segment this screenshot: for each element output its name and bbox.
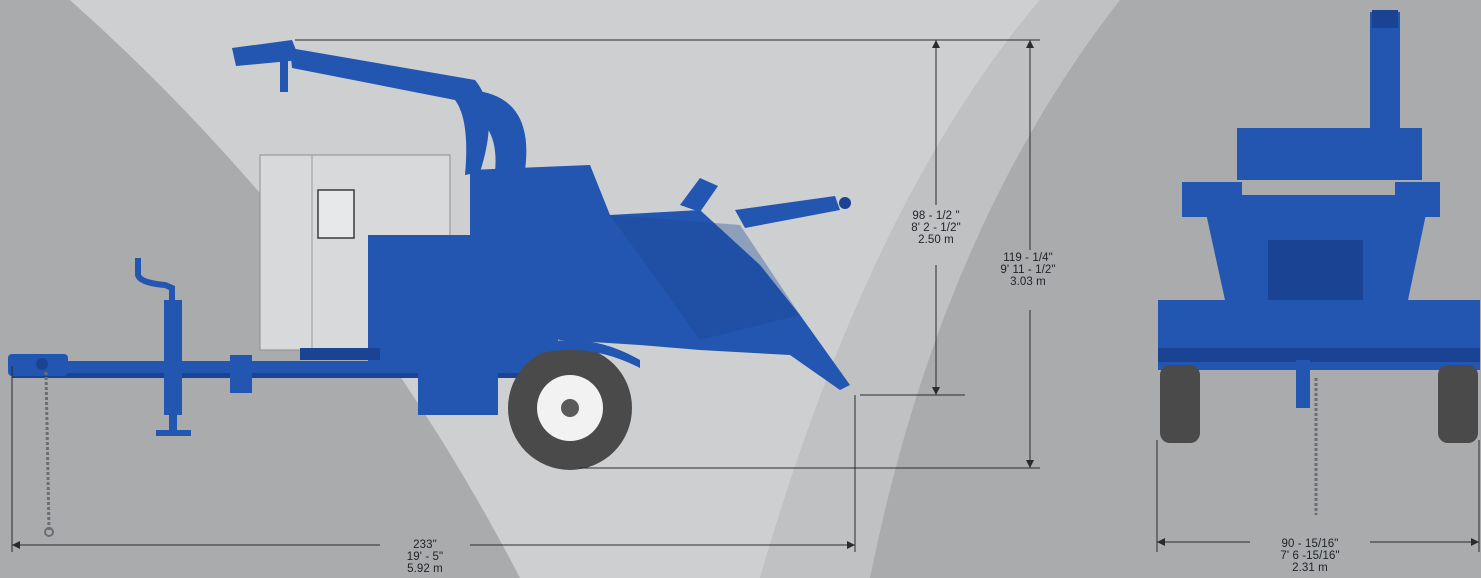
safety-chain [44, 371, 51, 531]
front-grille [1268, 240, 1363, 308]
front-chute-tip [1372, 10, 1398, 28]
label-total-width: 90 - 15/16" 7' 6 -15/16" 2.31 m [1250, 538, 1370, 574]
label-total-height: 119 - 1/4" 9' 11 - 1/2" 3.03 m [976, 252, 1080, 288]
front-chute-stack [1370, 12, 1400, 147]
label-total-length: 233" 19' - 5" 5.92 m [378, 539, 472, 575]
feed-arm [735, 196, 840, 228]
arrow-total-bottom [1026, 460, 1034, 468]
deflector-handle [280, 60, 288, 92]
arrow-length-right [847, 541, 855, 549]
total-width-feet: 7' 6 -15/16" [1280, 550, 1340, 562]
arm-pivot [839, 197, 851, 209]
infeed-hood [680, 178, 718, 212]
front-engine-top [1237, 128, 1422, 180]
chute-height-meters: 2.50 m [918, 234, 954, 246]
front-bumper [1158, 348, 1480, 362]
discharge-chute [290, 48, 489, 175]
front-jack [1296, 360, 1310, 408]
arrow-chute-bottom [932, 387, 940, 395]
infeed-chute [610, 215, 800, 340]
hitch-eye [36, 358, 48, 370]
total-height-feet: 9' 11 - 1/2" [1000, 264, 1056, 276]
jack-shaft [169, 410, 177, 432]
arrow-total-top [1026, 40, 1034, 48]
total-width-meters: 2.31 m [1292, 562, 1328, 574]
chute-deflector [232, 40, 300, 66]
total-length-feet: 19' - 5" [406, 551, 444, 563]
chute-height-feet: 8' 2 - 1/2" [911, 222, 961, 234]
total-length-inches: 233" [413, 539, 437, 551]
jack-foot [156, 430, 191, 436]
spotlight-edge-right [760, 0, 1120, 578]
dimension-lines [11, 39, 1480, 552]
wheel-hub [561, 399, 579, 417]
chute-curve [460, 90, 527, 172]
front-tire-left [1160, 365, 1200, 443]
chain-hook [44, 527, 54, 537]
total-height-inches: 119 - 1/4" [1003, 252, 1053, 264]
arrow-width-right [1471, 538, 1479, 546]
total-length-meters: 5.92 m [407, 563, 443, 575]
arrow-chute-top [932, 40, 940, 48]
battery-box [418, 365, 498, 415]
tongue-bar-shadow [12, 373, 532, 378]
label-chute-height: 98 - 1/2 " 8' 2 - 1/2" 2.50 m [888, 210, 984, 246]
dimension-arrows [12, 40, 1479, 549]
total-height-meters: 3.03 m [1010, 276, 1046, 288]
jack-handle [135, 258, 175, 318]
drum-housing [470, 165, 850, 390]
total-width-inches: 90 - 15/16" [1281, 538, 1339, 550]
front-tire-right [1438, 365, 1478, 443]
front-view-chipper [1158, 10, 1480, 515]
control-panel [317, 189, 355, 239]
arrow-length-left [12, 541, 20, 549]
jack-post [164, 300, 182, 415]
side-view-chipper [8, 40, 851, 537]
chute-height-inches: 98 - 1/2 " [912, 210, 960, 222]
fender [500, 340, 640, 368]
arrow-width-left [1157, 538, 1165, 546]
fuel-tank [300, 348, 380, 360]
frame-clamp [230, 355, 252, 393]
